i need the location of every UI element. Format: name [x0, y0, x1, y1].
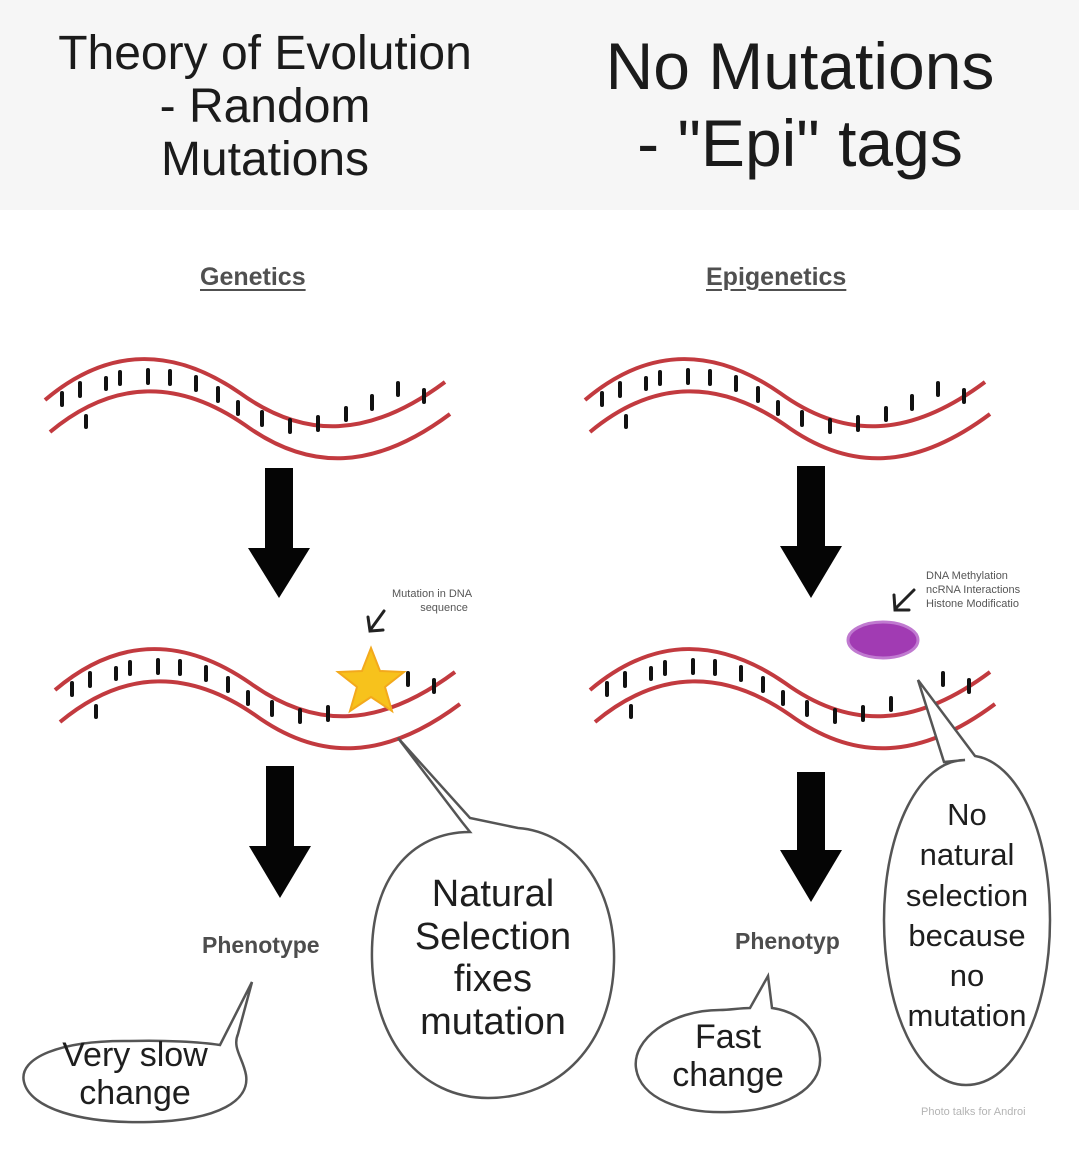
- dna-strand-left-top: [43, 357, 452, 461]
- very-slow-change-text: Very slow change: [30, 1036, 240, 1112]
- no-selection-line-5: no: [949, 958, 985, 994]
- epi-annotation-line-3: Histone Modificatio: [926, 597, 1019, 610]
- epi-annotation-line-2: ncRNA Interactions: [926, 583, 1021, 596]
- mutation-annotation-line-1: Mutation in DNA: [392, 588, 473, 600]
- dna-strand-right-top: [583, 357, 992, 461]
- arrow-down-icon-left-2: [249, 766, 311, 898]
- genetics-label: Genetics: [200, 263, 306, 291]
- very-slow-line-1: Very slow: [62, 1036, 208, 1074]
- no-selection-line-2: natural: [919, 837, 1015, 873]
- right-title-line-2: - "Epi" tags: [637, 105, 963, 180]
- epi-annotation-line-1: DNA Methylation: [926, 570, 1008, 582]
- header-band: [0, 0, 1079, 210]
- annotation-pointer-left: [366, 609, 386, 633]
- fast-change-line-1: Fast: [694, 1018, 762, 1056]
- left-title-line-1: Theory of Evolution: [58, 27, 472, 80]
- watermark: Photo talks for Androi: [921, 1106, 1026, 1118]
- left-title-line-3: Mutations: [160, 132, 370, 186]
- epigenetic-tag-icon: [846, 620, 920, 660]
- annotation-pointer-right: [892, 588, 916, 612]
- natural-selection-line-2: Selection: [414, 915, 572, 958]
- natural-selection-line-1: Natural: [431, 873, 555, 915]
- dna-strand-right-bottom: [588, 647, 997, 751]
- no-selection-line-4: because: [908, 917, 1026, 953]
- arrow-down-icon-right-1: [780, 466, 842, 598]
- dna-strand-left-bottom: [53, 647, 462, 751]
- fast-change-line-2: change: [672, 1056, 784, 1095]
- speech-bubble-very-slow: [22, 981, 254, 1124]
- right-title-line-1: No Mutations: [605, 29, 995, 103]
- left-title: Theory of Evolution - Random Mutations: [20, 27, 510, 186]
- mutation-star-icon: [335, 645, 407, 714]
- natural-selection-line-3: fixes: [453, 958, 533, 1001]
- epigenetics-label: Epigenetics: [706, 263, 847, 291]
- mutation-annotation-line-2: sequence: [420, 601, 468, 614]
- natural-selection-line-4: mutation: [420, 1000, 566, 1043]
- natural-selection-text: Natural Selection fixes mutation: [380, 873, 606, 1043]
- no-natural-selection-text: No natural selection because no mutation: [886, 795, 1048, 1037]
- fast-change-text: Fast change: [640, 1018, 816, 1094]
- epi-annotation: DNA Methylation ncRNA Interactions Histo…: [926, 570, 1020, 611]
- no-selection-line-3: selection: [905, 877, 1029, 913]
- arrow-down-icon-right-2: [780, 772, 842, 902]
- left-title-line-2: - Random: [159, 79, 371, 133]
- speech-bubble-natural-selection: [370, 737, 616, 1100]
- speech-bubble-no-natural-selection: [882, 679, 1052, 1087]
- no-selection-line-1: No: [947, 797, 987, 832]
- arrow-down-icon-left-1: [248, 468, 310, 598]
- very-slow-line-2: change: [79, 1074, 191, 1113]
- phenotype-label-right: Phenotyp: [735, 928, 840, 954]
- no-selection-line-6: mutation: [907, 998, 1027, 1034]
- speech-bubble-fast-change: [634, 972, 822, 1114]
- right-title: No Mutations - "Epi" tags: [540, 30, 1060, 179]
- mutation-annotation: Mutation in DNA sequence: [392, 588, 472, 616]
- phenotype-label-left: Phenotype: [202, 932, 320, 958]
